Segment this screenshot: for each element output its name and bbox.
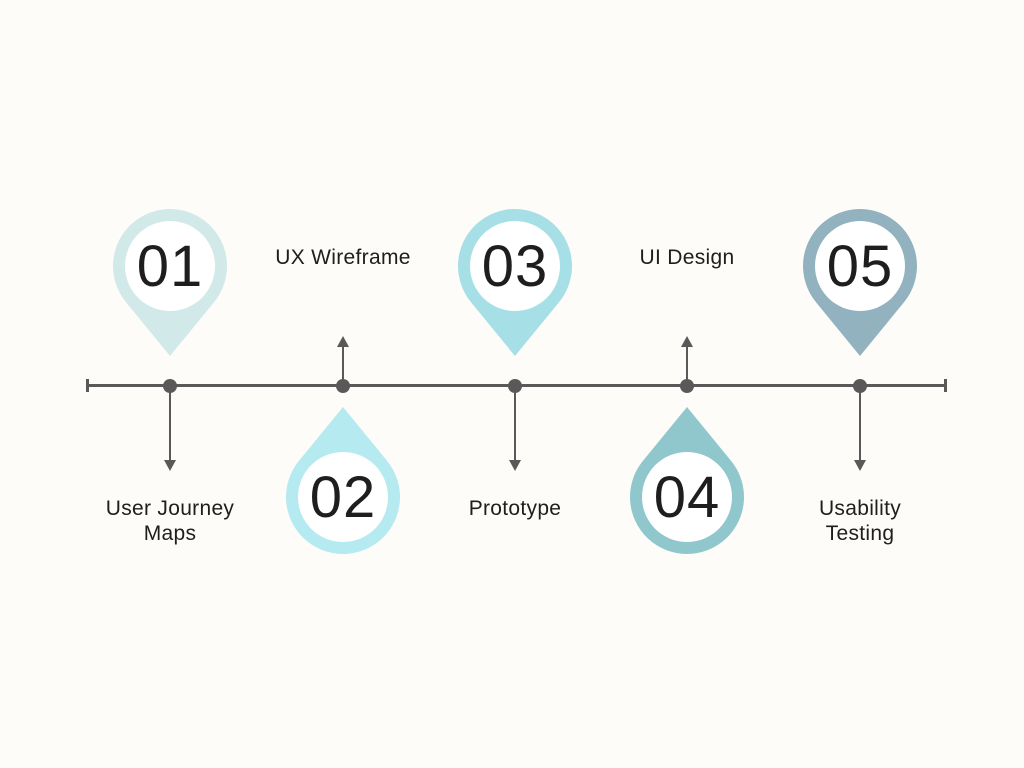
step-pin-02: 02 — [286, 407, 400, 555]
step-label-user-journey-maps: User Journey Maps — [105, 497, 235, 545]
pin-inner-circle — [642, 452, 732, 542]
step-label-usability-testing: Usability Testing — [818, 497, 902, 545]
step-pin-03: 03 — [458, 208, 572, 356]
arrow-up-icon — [337, 336, 349, 347]
timeline-endcap-right — [944, 379, 947, 392]
timeline-node-dot — [163, 379, 177, 393]
step-label-ui-design: UI Design — [639, 246, 735, 269]
step-label-prototype: Prototype — [468, 497, 562, 520]
step-pin-05: 05 — [803, 208, 917, 356]
timeline-node-dot — [680, 379, 694, 393]
arrow-stem — [686, 347, 688, 380]
step-pin-01: 01 — [113, 208, 227, 356]
arrow-down-icon — [854, 460, 866, 471]
arrow-down-icon — [509, 460, 521, 471]
step-number: 03 — [482, 234, 549, 299]
step-number: 01 — [137, 234, 204, 299]
arrow-up-icon — [681, 336, 693, 347]
step-label-ux-wireframe: UX Wireframe — [275, 246, 411, 269]
arrow-stem — [342, 347, 344, 380]
step-number: 05 — [827, 234, 894, 299]
timeline-node-dot — [853, 379, 867, 393]
arrow-stem — [514, 390, 516, 461]
pin-inner-circle — [815, 221, 905, 311]
timeline-endcap-left — [86, 379, 89, 392]
pin-inner-circle — [298, 452, 388, 542]
pin-inner-circle — [470, 221, 560, 311]
arrow-stem — [859, 390, 861, 461]
pin-inner-circle — [125, 221, 215, 311]
timeline-node-dot — [508, 379, 522, 393]
timeline-node-dot — [336, 379, 350, 393]
arrow-stem — [169, 390, 171, 461]
step-pin-04: 04 — [630, 407, 744, 555]
step-number: 04 — [654, 465, 721, 530]
step-number: 02 — [310, 465, 377, 530]
arrow-down-icon — [164, 460, 176, 471]
